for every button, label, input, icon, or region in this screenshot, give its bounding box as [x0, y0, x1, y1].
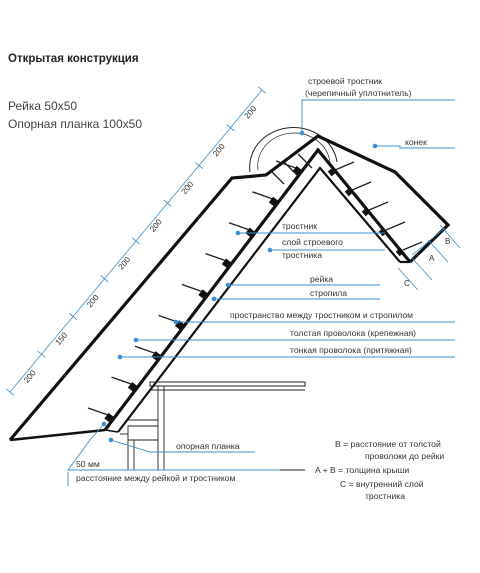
- label-ridge: конек: [405, 137, 427, 147]
- label-ridge-layer-2: тростника: [282, 250, 322, 260]
- roof-outer-outline: [8, 134, 451, 442]
- ruler-tick: [100, 275, 109, 283]
- legend-c-1: C = внутренний слой: [340, 479, 424, 489]
- reed-stroke: [402, 241, 423, 251]
- ruler-spacing-label: 200: [180, 179, 196, 196]
- batten-block: [327, 167, 337, 177]
- ridge-reed-stroke: [269, 169, 285, 185]
- label-support-plank: опорная планка: [176, 441, 240, 451]
- batten-block: [361, 207, 371, 217]
- ruler-spacing-label: 200: [148, 217, 164, 234]
- label-ridge-layer-1: слой строевого: [282, 237, 343, 247]
- batten-block: [344, 187, 354, 197]
- ruler-tick: [257, 86, 267, 94]
- batten-blocks: [104, 165, 405, 423]
- legend: B = расстояние от толстой проволоки до р…: [315, 439, 444, 501]
- label-reed: тростник: [282, 221, 317, 231]
- dim-a-label: A: [429, 254, 435, 263]
- batten-block: [104, 412, 115, 423]
- dim-b-label: B: [445, 237, 451, 246]
- inner-reed-line: [117, 166, 401, 433]
- ruler-tick: [194, 161, 204, 170]
- reed-stroke: [334, 161, 355, 171]
- legend-b-1: B = расстояние от толстой: [335, 439, 441, 449]
- abc-dimensions: B A C: [397, 224, 461, 291]
- eaves-inner: [104, 429, 119, 433]
- dim-c-label: C: [404, 279, 410, 288]
- label-thick-wire: толстая проволока (крепежная): [290, 328, 416, 338]
- reed-stroke: [205, 252, 226, 262]
- eaves-edge: [9, 428, 106, 442]
- reed-stroke: [351, 181, 372, 191]
- reed-stroke: [228, 222, 250, 231]
- legend-b-2: проволоки до рейки: [365, 451, 444, 461]
- ruler-spacing-label: 150: [54, 330, 70, 347]
- ruler-spacing-label: 200: [117, 255, 133, 272]
- label-ridge-reed: строевой тростник: [308, 76, 382, 86]
- batten-block: [395, 247, 405, 257]
- ruler-tick: [37, 350, 46, 358]
- reed-bundles: [87, 153, 423, 416]
- batten-block: [221, 258, 232, 269]
- batten-block: [378, 227, 388, 237]
- ruler-tick: [226, 124, 235, 132]
- batten-block: [151, 351, 162, 362]
- reed-stroke: [111, 376, 132, 385]
- spec-plank: Опорная планка 100x50: [8, 117, 142, 131]
- legend-c-2: тростника: [365, 491, 405, 501]
- ruler-spacing-label: 200: [211, 142, 227, 159]
- batten-block: [198, 289, 209, 300]
- ridge-reed-arc-inner: [257, 132, 331, 171]
- diagram-title: Открытая конструкция: [8, 53, 139, 65]
- spec-batten: Рейка 50x50: [8, 99, 77, 113]
- wall-structure: [120, 381, 306, 471]
- slope-ruler: 200 150 200 200 200 200 200 200: [5, 86, 267, 396]
- label-rafter: стропила: [310, 288, 347, 298]
- ruler-spacing-label: 200: [243, 104, 259, 121]
- ruler-tick: [163, 199, 172, 207]
- label-space: пространство между тростником и стропило…: [230, 310, 413, 320]
- label-ridge-reed-note: (черепичный уплотнитель): [305, 88, 412, 98]
- ruler-spacing-label: 200: [22, 368, 38, 385]
- label-batten-reed-gap: расстояние между рейкой и тростником: [76, 473, 235, 483]
- rafter-line: [103, 147, 412, 431]
- leader-lines: [67, 99, 455, 486]
- reed-stroke: [87, 407, 109, 416]
- batten-block: [127, 382, 138, 392]
- ridge-reed-stroke: [283, 161, 299, 177]
- ridge-reed-arc: [249, 127, 338, 173]
- reed-stroke: [181, 283, 203, 293]
- label-thin-wire: тонкая проволока (притяжная): [290, 345, 412, 355]
- reed-stroke: [385, 221, 406, 231]
- ridge-reed-stroke: [297, 153, 313, 169]
- batten-block: [268, 196, 279, 207]
- ruler-tick: [131, 237, 141, 245]
- ruler-tick: [68, 312, 78, 321]
- label-50mm: 50 мм: [76, 459, 100, 469]
- legend-ab: A + B = толщина крыши: [315, 465, 409, 475]
- ruler-spacing-label: 200: [85, 293, 101, 310]
- reed-stroke: [134, 345, 156, 354]
- reed-stroke: [368, 201, 389, 211]
- label-batten: рейка: [310, 274, 333, 284]
- ruler-tick: [5, 388, 15, 396]
- reed-stroke: [252, 191, 273, 200]
